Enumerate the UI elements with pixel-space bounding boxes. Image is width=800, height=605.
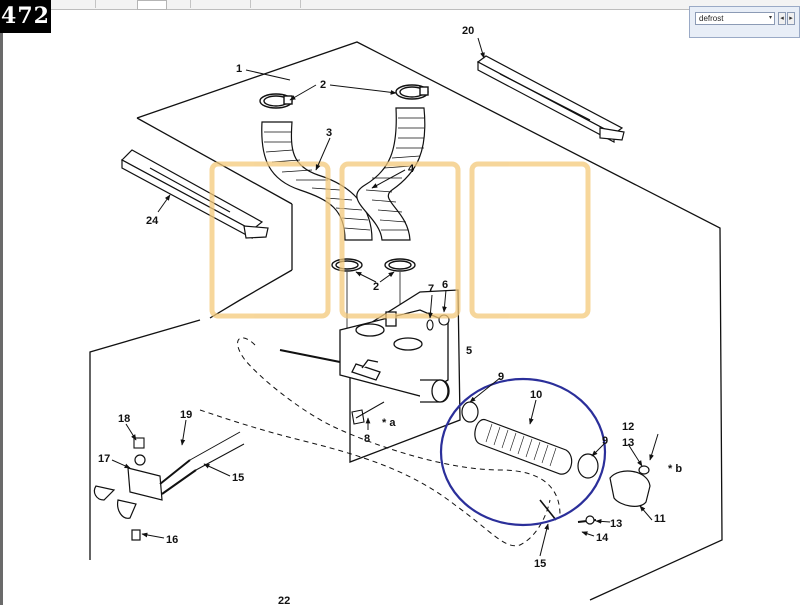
find-panel: defrost ▾ ◂ ▸ [689, 6, 800, 38]
page-edge [0, 33, 3, 605]
highlight-circle [439, 377, 607, 527]
callout-4: 4 [408, 163, 415, 175]
search-select[interactable]: defrost ▾ [695, 12, 775, 25]
callout-13: 13 [610, 518, 622, 530]
callout-22: 22 [278, 595, 290, 605]
frame-outline [89, 41, 723, 601]
callout-19: 19 [180, 409, 192, 421]
callout-10: 10 [530, 389, 542, 401]
callout-15: 15 [232, 472, 244, 484]
callout-9: 9 [602, 435, 608, 447]
callout-20: 20 [462, 25, 474, 37]
heater-box-5 [339, 289, 461, 463]
callout-5: 5 [466, 345, 472, 357]
toolbar-divider [190, 0, 191, 8]
callout-13: 13 [622, 437, 634, 449]
callout-18: 18 [118, 413, 130, 425]
callout-9: 9 [498, 371, 504, 383]
find-previous-button[interactable]: ◂ [778, 12, 786, 25]
toolbar-divider [95, 0, 96, 8]
callouts: 1 2 3 4 5 6 7 8 9 9 10 11 12 13 13 14 15… [98, 25, 682, 605]
callout-24: 24 [146, 215, 159, 227]
note-b: * b [668, 463, 682, 475]
leader-lines [111, 37, 659, 557]
callout-6: 6 [442, 279, 448, 291]
callout-11: 11 [654, 513, 666, 525]
callout-12: 12 [622, 421, 634, 433]
callout-15: 15 [534, 558, 546, 570]
bracket-20 [476, 55, 625, 143]
callout-8: 8 [364, 433, 370, 445]
chevron-down-icon[interactable]: ▾ [768, 15, 772, 21]
viewer-top-toolbar [0, 0, 800, 10]
cables [199, 337, 561, 547]
search-value: defrost [699, 14, 724, 23]
clamps-top [259, 84, 429, 109]
callout-3: 3 [326, 127, 332, 139]
page-number-badge: 472 [0, 0, 51, 33]
find-next-button[interactable]: ▸ [787, 12, 795, 25]
toolbar-divider [250, 0, 251, 8]
callout-16: 16 [166, 534, 178, 546]
callout-7: 7 [428, 283, 434, 295]
watermark [209, 161, 591, 319]
clamps-lower [331, 258, 416, 330]
note-a: * a [382, 417, 396, 429]
control-panel-17 [93, 431, 245, 541]
callout-17: 17 [98, 453, 110, 465]
toolbar-divider [300, 0, 301, 8]
callout-2: 2 [320, 79, 326, 91]
callout-14: 14 [596, 532, 609, 544]
callout-1: 1 [236, 63, 242, 75]
hose-assembly-10 [461, 401, 651, 525]
toolbar-field[interactable] [137, 0, 167, 10]
bracket-24 [121, 149, 269, 240]
callout-2: 2 [373, 281, 379, 293]
